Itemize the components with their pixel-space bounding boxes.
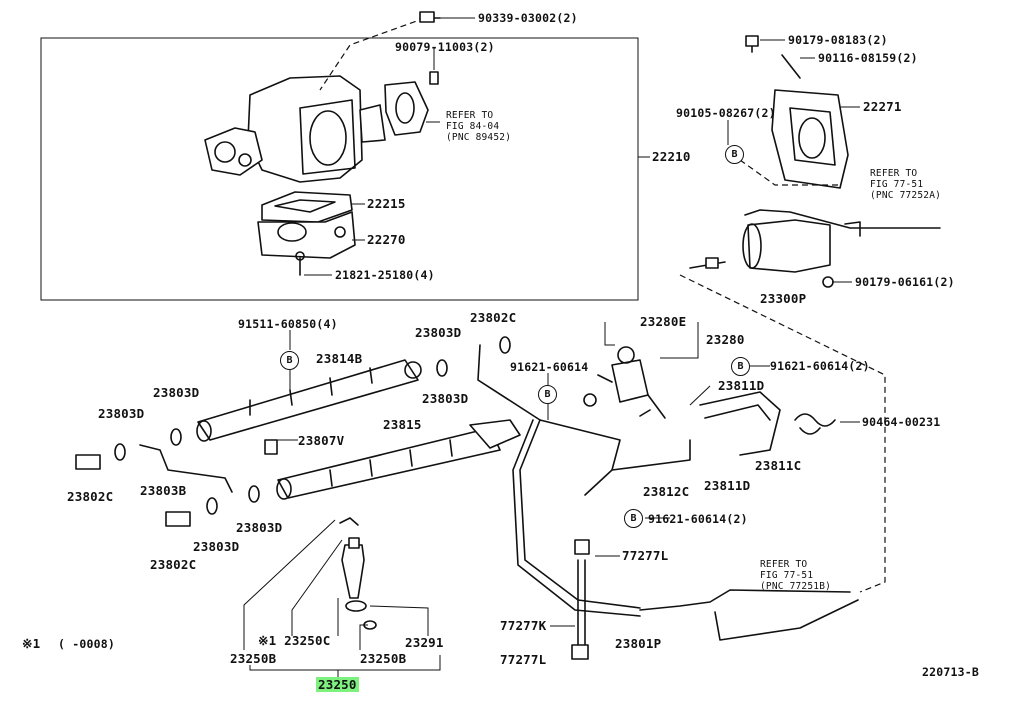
refer-84-line3: (PNC 89452): [446, 132, 512, 143]
part-23815[interactable]: 23815: [383, 417, 422, 432]
part-23803d[interactable]: 23803D: [415, 325, 462, 340]
part-23811d[interactable]: 23811D: [704, 478, 751, 493]
part-90116-08159[interactable]: 90116-08159(2): [818, 51, 918, 65]
throttle-body-drawing: [204, 11, 441, 183]
part-23812c[interactable]: 23812C: [643, 484, 690, 499]
part-90079-11003[interactable]: 90079-11003(2): [395, 40, 495, 54]
part-90105-08267[interactable]: 90105-08267(2): [676, 106, 776, 120]
part-22210[interactable]: 22210: [652, 149, 691, 164]
delivery-pipe-right-drawing: [264, 419, 521, 500]
part-23250b[interactable]: 23250B: [360, 651, 407, 666]
pressure-regulator-drawing: [583, 346, 666, 419]
reference-mark-b: B: [538, 385, 557, 404]
return-pipe-drawing: [477, 344, 859, 660]
part-23280e[interactable]: 23280E: [640, 314, 687, 329]
refer-77b-line2[interactable]: FIG 77-51: [760, 570, 814, 581]
part-23801p[interactable]: 23801P: [615, 636, 662, 651]
refer-77b-line3: (PNC 77251B): [760, 581, 832, 592]
refer-77a-line2[interactable]: FIG 77-51: [870, 179, 924, 190]
refer-84-line2[interactable]: FIG 84-04: [446, 121, 500, 132]
refer-77a-line1: REFER TO: [870, 168, 918, 179]
part-23280[interactable]: 23280: [706, 332, 745, 347]
leader-lines: [243, 17, 860, 678]
part-22215[interactable]: 22215: [367, 196, 406, 211]
part-22270[interactable]: 22270: [367, 232, 406, 247]
part-23814b[interactable]: 23814B: [316, 351, 363, 366]
part-23802c[interactable]: 23802C: [67, 489, 114, 504]
diagram-id: 220713-B: [922, 665, 979, 679]
part-23250[interactable]: 23250: [316, 677, 359, 692]
part-23803d[interactable]: 23803D: [193, 539, 240, 554]
part-23300p[interactable]: 23300P: [760, 291, 807, 306]
part-90179-06161[interactable]: 90179-06161(2): [855, 275, 955, 289]
part-22271[interactable]: 22271: [863, 99, 902, 114]
part-23803d[interactable]: 23803D: [98, 406, 145, 421]
gasket-drawing: [257, 191, 356, 276]
delivery-pipe-left-drawing: [196, 359, 422, 442]
part-90464-00231[interactable]: 90464-00231: [862, 415, 941, 429]
part-90339-03002[interactable]: 90339-03002(2): [478, 11, 578, 25]
footnote-mark: ※1: [22, 636, 41, 651]
part-23802c[interactable]: 23802C: [470, 310, 517, 325]
refer-77a-line3: (PNC 77252A): [870, 190, 942, 201]
reference-mark-b: B: [731, 357, 750, 376]
footnote-text: ( -0008): [58, 637, 115, 651]
reference-mark-b: B: [725, 145, 744, 164]
part-23811c[interactable]: 23811C: [755, 458, 802, 473]
part-91621-60614-2[interactable]: 91621-60614(2): [770, 359, 870, 373]
part-77277k[interactable]: 77277K: [500, 618, 547, 633]
part-91621-60614[interactable]: 91621-60614: [510, 360, 589, 374]
part-23250c[interactable]: ※1 23250C: [258, 633, 331, 648]
part-91511-60850[interactable]: 91511-60850(4): [238, 317, 338, 331]
part-77277l[interactable]: 77277L: [500, 652, 547, 667]
fuel-pipe-23803b-drawing: [75, 336, 511, 527]
part-23291[interactable]: 23291: [405, 635, 444, 650]
highlighted-part-number: 23250: [316, 677, 359, 692]
throttle-group-box: [40, 37, 639, 301]
part-23811d[interactable]: 23811D: [718, 378, 765, 393]
part-23803d[interactable]: 23803D: [236, 520, 283, 535]
reference-mark-b: B: [280, 351, 299, 370]
refer-84-line1: REFER TO: [446, 110, 494, 121]
part-23250b[interactable]: 23250B: [230, 651, 277, 666]
part-77277l[interactable]: 77277L: [622, 548, 669, 563]
part-23803d[interactable]: 23803D: [422, 391, 469, 406]
clamp-drawing: [794, 413, 836, 435]
part-90179-08183[interactable]: 90179-08183(2): [788, 33, 888, 47]
injector-drawing: [339, 517, 377, 630]
part-21821-25180[interactable]: 21821-25180(4): [335, 268, 435, 282]
refer-77b-line1: REFER TO: [760, 559, 808, 570]
part-23802c[interactable]: 23802C: [150, 557, 197, 572]
part-23803b[interactable]: 23803B: [140, 483, 187, 498]
part-23807v[interactable]: 23807V: [298, 433, 345, 448]
reference-mark-b: B: [624, 509, 643, 528]
fuel-filter-drawing: [679, 209, 941, 593]
part-91621-60614-3[interactable]: 91621-60614(2): [648, 512, 748, 526]
part-23803d[interactable]: 23803D: [153, 385, 200, 400]
gasket-22271-drawing: [739, 35, 849, 189]
